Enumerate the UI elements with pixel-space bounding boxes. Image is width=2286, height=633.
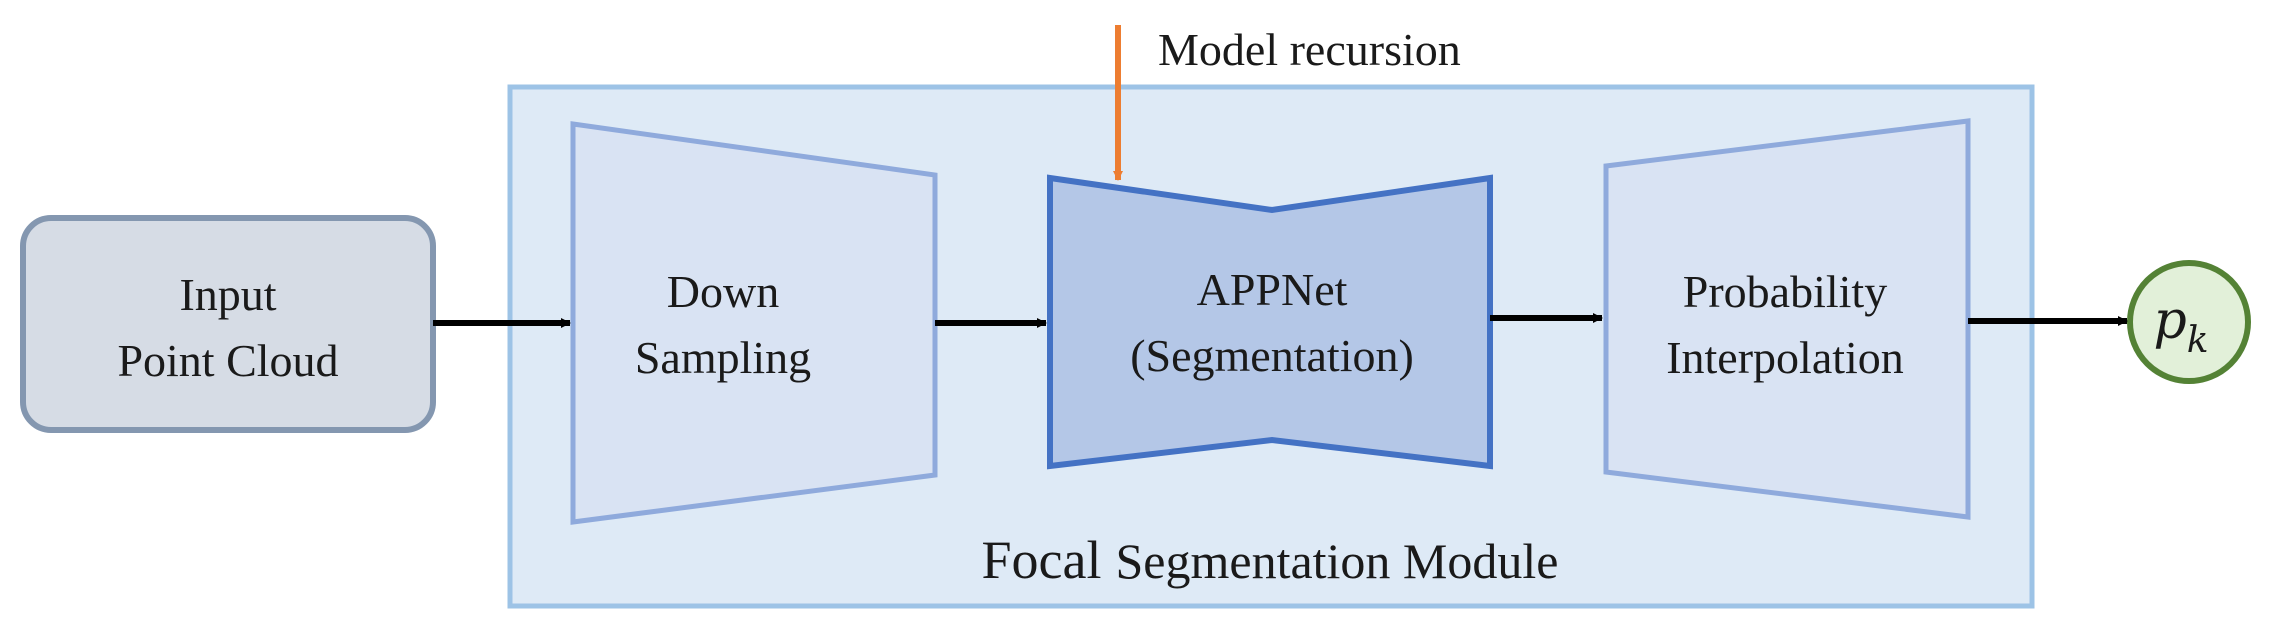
output-pk-subscript: k: [2187, 320, 2209, 361]
module-title-word2: Segmentation Module: [1115, 533, 1558, 589]
model-recursion-label: Model recursion: [1158, 24, 1461, 75]
probability-interpolation-label-line2: Interpolation: [1666, 332, 1904, 383]
down-sampling-block: [570, 121, 938, 525]
input-point-cloud-node: [20, 215, 436, 433]
output-pk-node: [2127, 260, 2251, 384]
down-sampling-label-line1: Down: [667, 266, 779, 317]
output-pk-label: pk: [2153, 291, 2208, 361]
appnet-label-line2: (Segmentation): [1130, 330, 1414, 381]
input-node-label-line1: Input: [179, 269, 276, 320]
probability-interpolation-block: [1603, 118, 1971, 520]
probability-interpolation-label-line1: Probability: [1683, 266, 1887, 317]
input-node-label-line2: Point Cloud: [117, 335, 338, 386]
appnet-segmentation-block: [1047, 174, 1493, 470]
output-pk-symbol: p: [2153, 291, 2186, 351]
appnet-label-line1: APPNet: [1197, 264, 1348, 315]
module-title-word1: Focal: [982, 530, 1102, 590]
down-sampling-label-line2: Sampling: [635, 332, 811, 383]
